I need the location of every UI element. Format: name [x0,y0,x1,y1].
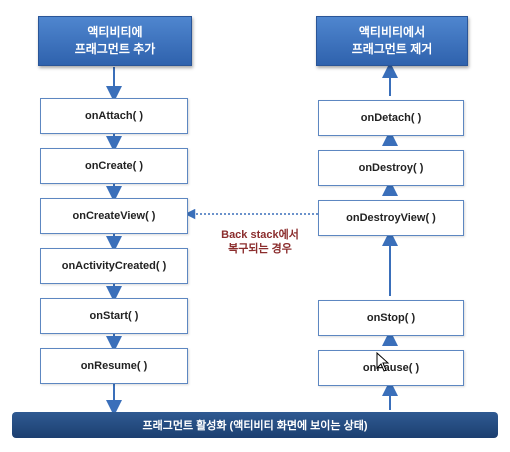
mouse-cursor-icon [376,352,390,372]
fragment-active-bar: 프래그먼트 활성화 (액티비티 화면에 보이는 상태) [12,412,498,438]
step-on-attach: onAttach( ) [40,98,188,134]
step-on-detach: onDetach( ) [318,100,464,136]
left-header: 액티비티에 프래그먼트 추가 [38,16,192,66]
step-on-pause: onPause( ) [318,350,464,386]
step-on-resume: onResume( ) [40,348,188,384]
right-header: 액티비티에서 프래그먼트 제거 [316,16,468,66]
step-on-destroy: onDestroy( ) [318,150,464,186]
step-on-start: onStart( ) [40,298,188,334]
step-on-create-view: onCreateView( ) [40,198,188,234]
step-on-activity-created: onActivityCreated( ) [40,248,188,284]
step-on-destroy-view: onDestroyView( ) [318,200,464,236]
back-stack-note: Back stack에서 복구되는 경우 [221,229,299,255]
step-on-create: onCreate( ) [40,148,188,184]
step-on-stop: onStop( ) [318,300,464,336]
